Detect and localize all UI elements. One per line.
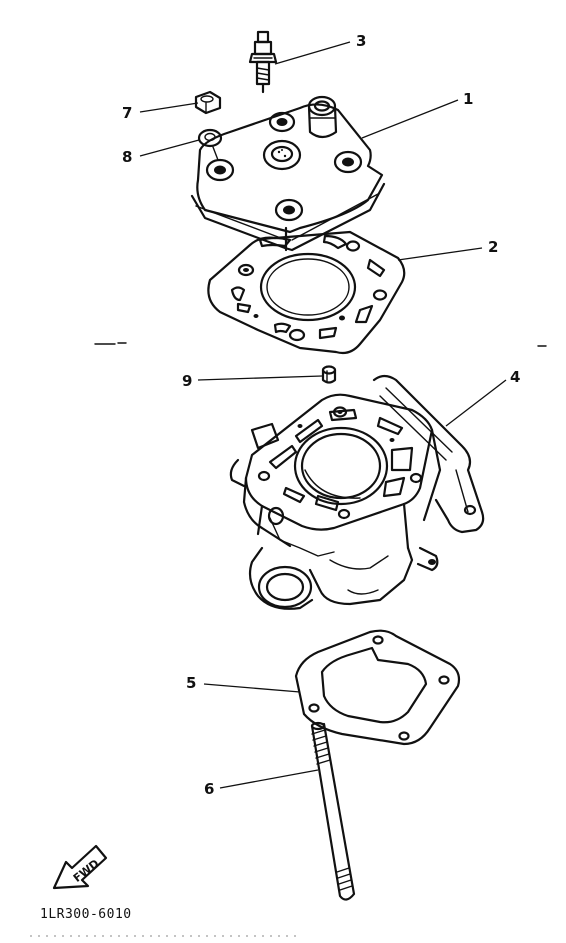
- cap-nut-part-7: [194, 90, 222, 115]
- callout-5: 5: [186, 674, 196, 692]
- spark-plug-part-3: [248, 30, 278, 94]
- callout-7: 7: [122, 104, 132, 122]
- callout-1: 1: [463, 90, 473, 108]
- callout-8: 8: [122, 148, 132, 166]
- callout-3: 3: [356, 32, 366, 50]
- forward-arrow: FWD: [52, 844, 108, 890]
- callout-2: 2: [488, 238, 498, 256]
- head-gasket-part-2: [207, 230, 406, 355]
- callout-6: 6: [204, 780, 214, 798]
- stray-marks: [94, 342, 547, 347]
- callout-9: 9: [182, 372, 192, 390]
- leader-lines: [139, 41, 507, 789]
- cylinder-head-part-1: [190, 95, 386, 252]
- fwd-label: FWD: [71, 857, 102, 885]
- callout-labels: 3 7 8 1 2 9 4 5 6: [122, 32, 520, 798]
- callout-4: 4: [510, 368, 520, 386]
- base-gasket-part-5: [294, 629, 461, 746]
- drawing-code: 1LR300-6010: [40, 907, 132, 922]
- dowel-pin-part-9: [321, 365, 337, 384]
- stud-bolt-part-6: [310, 721, 356, 901]
- cylinder-part-4: [229, 374, 485, 610]
- washer-part-8: [197, 128, 223, 161]
